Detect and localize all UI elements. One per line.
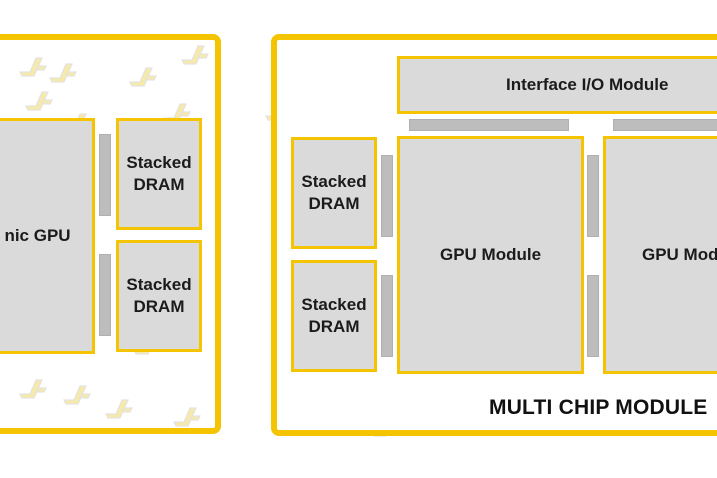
stacked-dram-top-left: Stacked DRAM [116, 118, 202, 230]
dram-bridge [381, 275, 393, 357]
dram-label-line1: Stacked [126, 275, 192, 294]
interface-bridge [409, 119, 569, 131]
dram-label-line1: Stacked [126, 153, 192, 172]
chevron-logo-icon [105, 399, 133, 419]
gpu-module-2: GPU Mod [603, 136, 717, 374]
stacked-dram-bottom-left: Stacked DRAM [116, 240, 202, 352]
dram-label-line1: Stacked [301, 295, 367, 314]
stacked-dram-bottom-mcm: Stacked DRAM [291, 260, 377, 372]
monolithic-gpu-label: nic GPU [4, 226, 71, 245]
chevron-logo-icon [19, 57, 47, 77]
chevron-logo-icon [19, 379, 47, 399]
dram-label-line2: DRAM [308, 317, 360, 336]
gpu-module-1: GPU Module [397, 136, 584, 374]
chevron-logo-icon [129, 67, 157, 87]
module-bridge [587, 275, 599, 357]
dram-label-line2: DRAM [133, 297, 185, 316]
chevron-logo-icon [173, 407, 201, 427]
dram-label-line1: Stacked [301, 172, 367, 191]
interface-io-module: Interface I/O Module [397, 56, 717, 114]
chevron-logo-icon [63, 385, 91, 405]
interposer-bridge [99, 134, 111, 216]
monolithic-gpu-die: nic GPU [0, 118, 95, 354]
dram-label-line2: DRAM [133, 175, 185, 194]
module-bridge [587, 155, 599, 237]
interface-bridge [613, 119, 717, 131]
dram-label-line2: DRAM [308, 194, 360, 213]
stacked-dram-top-mcm: Stacked DRAM [291, 137, 377, 249]
chevron-logo-icon [25, 91, 53, 111]
gpu-module-2-label: GPU Mod [642, 245, 717, 264]
interface-io-label: Interface I/O Module [506, 75, 669, 94]
gpu-module-1-label: GPU Module [439, 245, 542, 264]
interposer-bridge [99, 254, 111, 336]
mcm-title: MULTI CHIP MODULE [489, 396, 708, 419]
chevron-logo-icon [181, 45, 209, 65]
dram-bridge [381, 155, 393, 237]
chevron-logo-icon [49, 63, 77, 83]
